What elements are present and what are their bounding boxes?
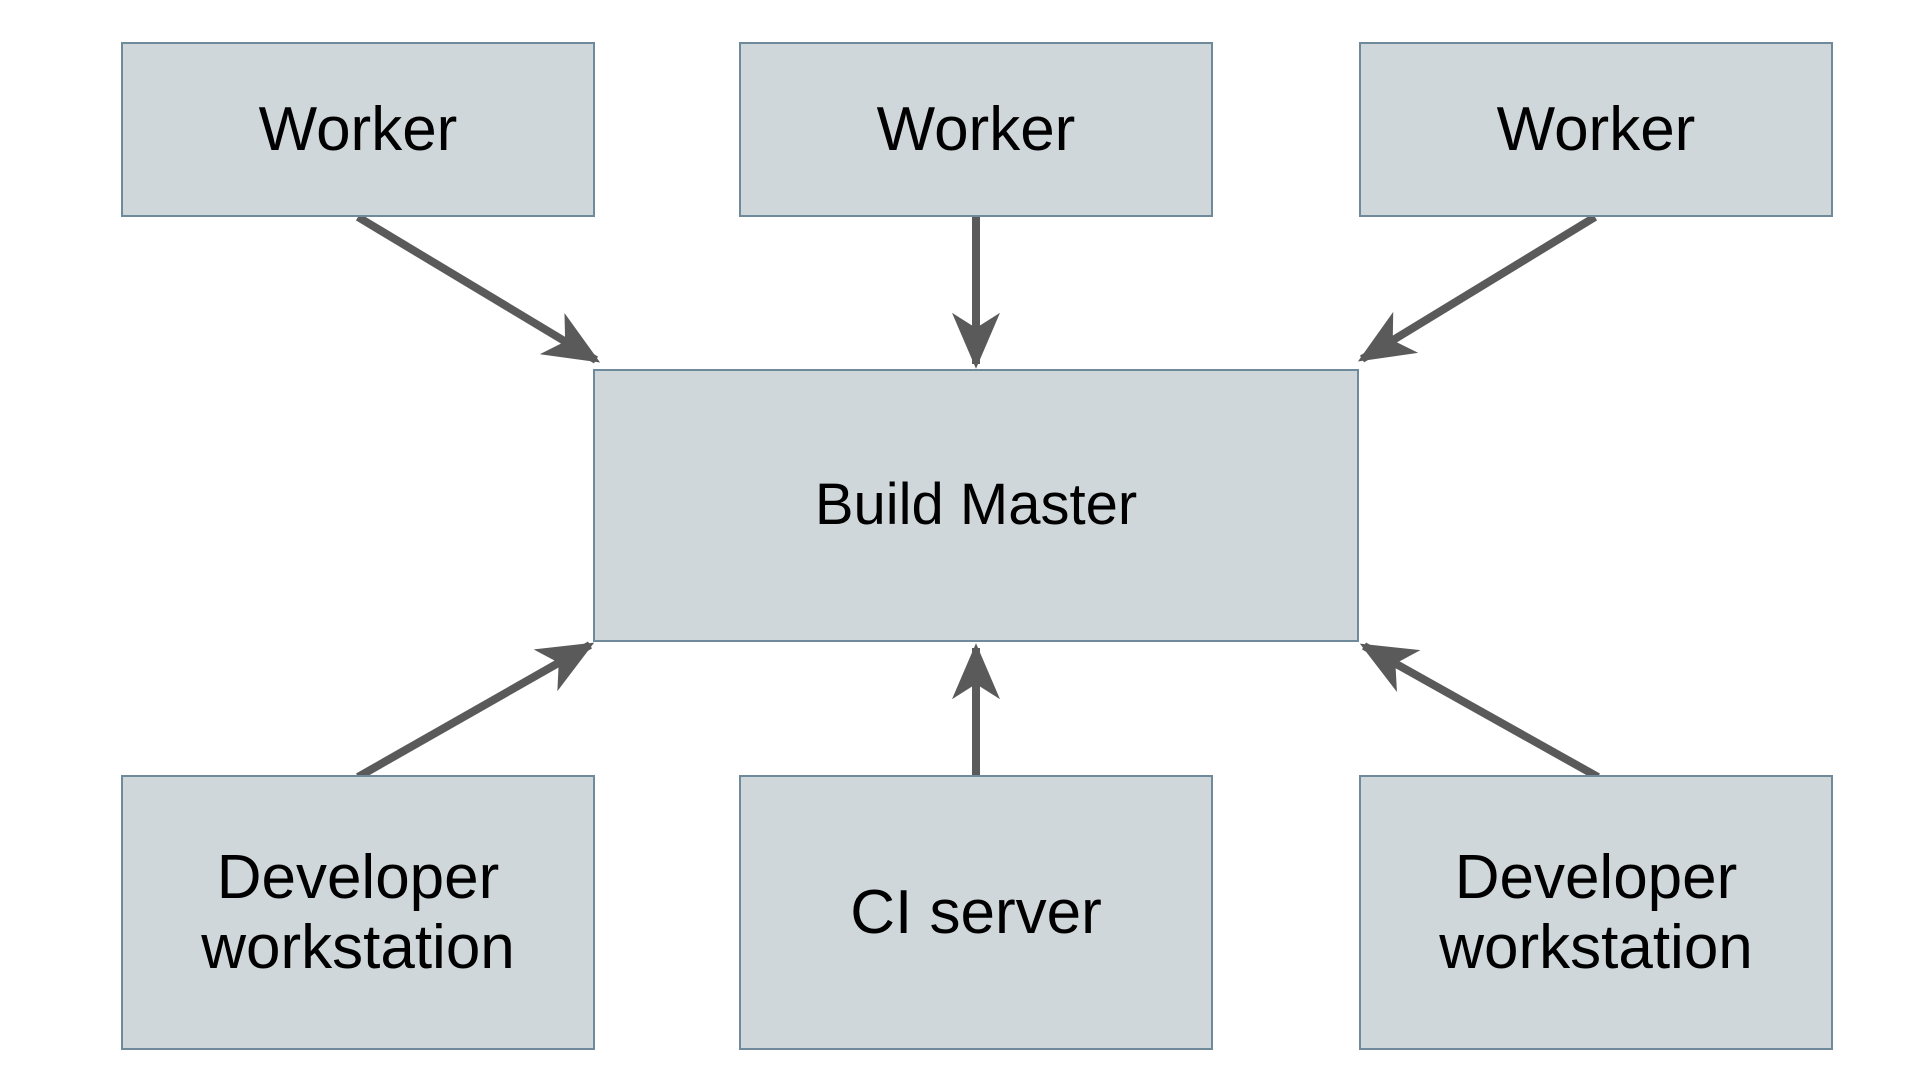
- edge-dev-workstation-2-to-build-master: [1359, 642, 1600, 781]
- edge-worker-3-to-build-master: [1357, 213, 1598, 363]
- node-developer-workstation-1-label: Developer workstation: [201, 843, 515, 982]
- node-build-master[interactable]: Build Master: [593, 369, 1359, 642]
- edge-dev-workstation-1-to-build-master: [356, 641, 595, 781]
- node-ci-server-label: CI server: [850, 877, 1102, 947]
- node-worker-2-label: Worker: [876, 94, 1076, 164]
- node-build-master-label: Build Master: [814, 472, 1138, 538]
- node-developer-workstation-1[interactable]: Developer workstation: [121, 775, 595, 1050]
- node-ci-server[interactable]: CI server: [739, 775, 1213, 1050]
- node-developer-workstation-2-label: Developer workstation: [1439, 843, 1753, 982]
- node-worker-3[interactable]: Worker: [1359, 42, 1833, 217]
- edge-worker-1-to-build-master: [355, 213, 601, 364]
- node-developer-workstation-2[interactable]: Developer workstation: [1359, 775, 1833, 1050]
- node-worker-1[interactable]: Worker: [121, 42, 595, 217]
- node-worker-2[interactable]: Worker: [739, 42, 1213, 217]
- node-worker-3-label: Worker: [1496, 94, 1696, 164]
- node-worker-1-label: Worker: [258, 94, 458, 164]
